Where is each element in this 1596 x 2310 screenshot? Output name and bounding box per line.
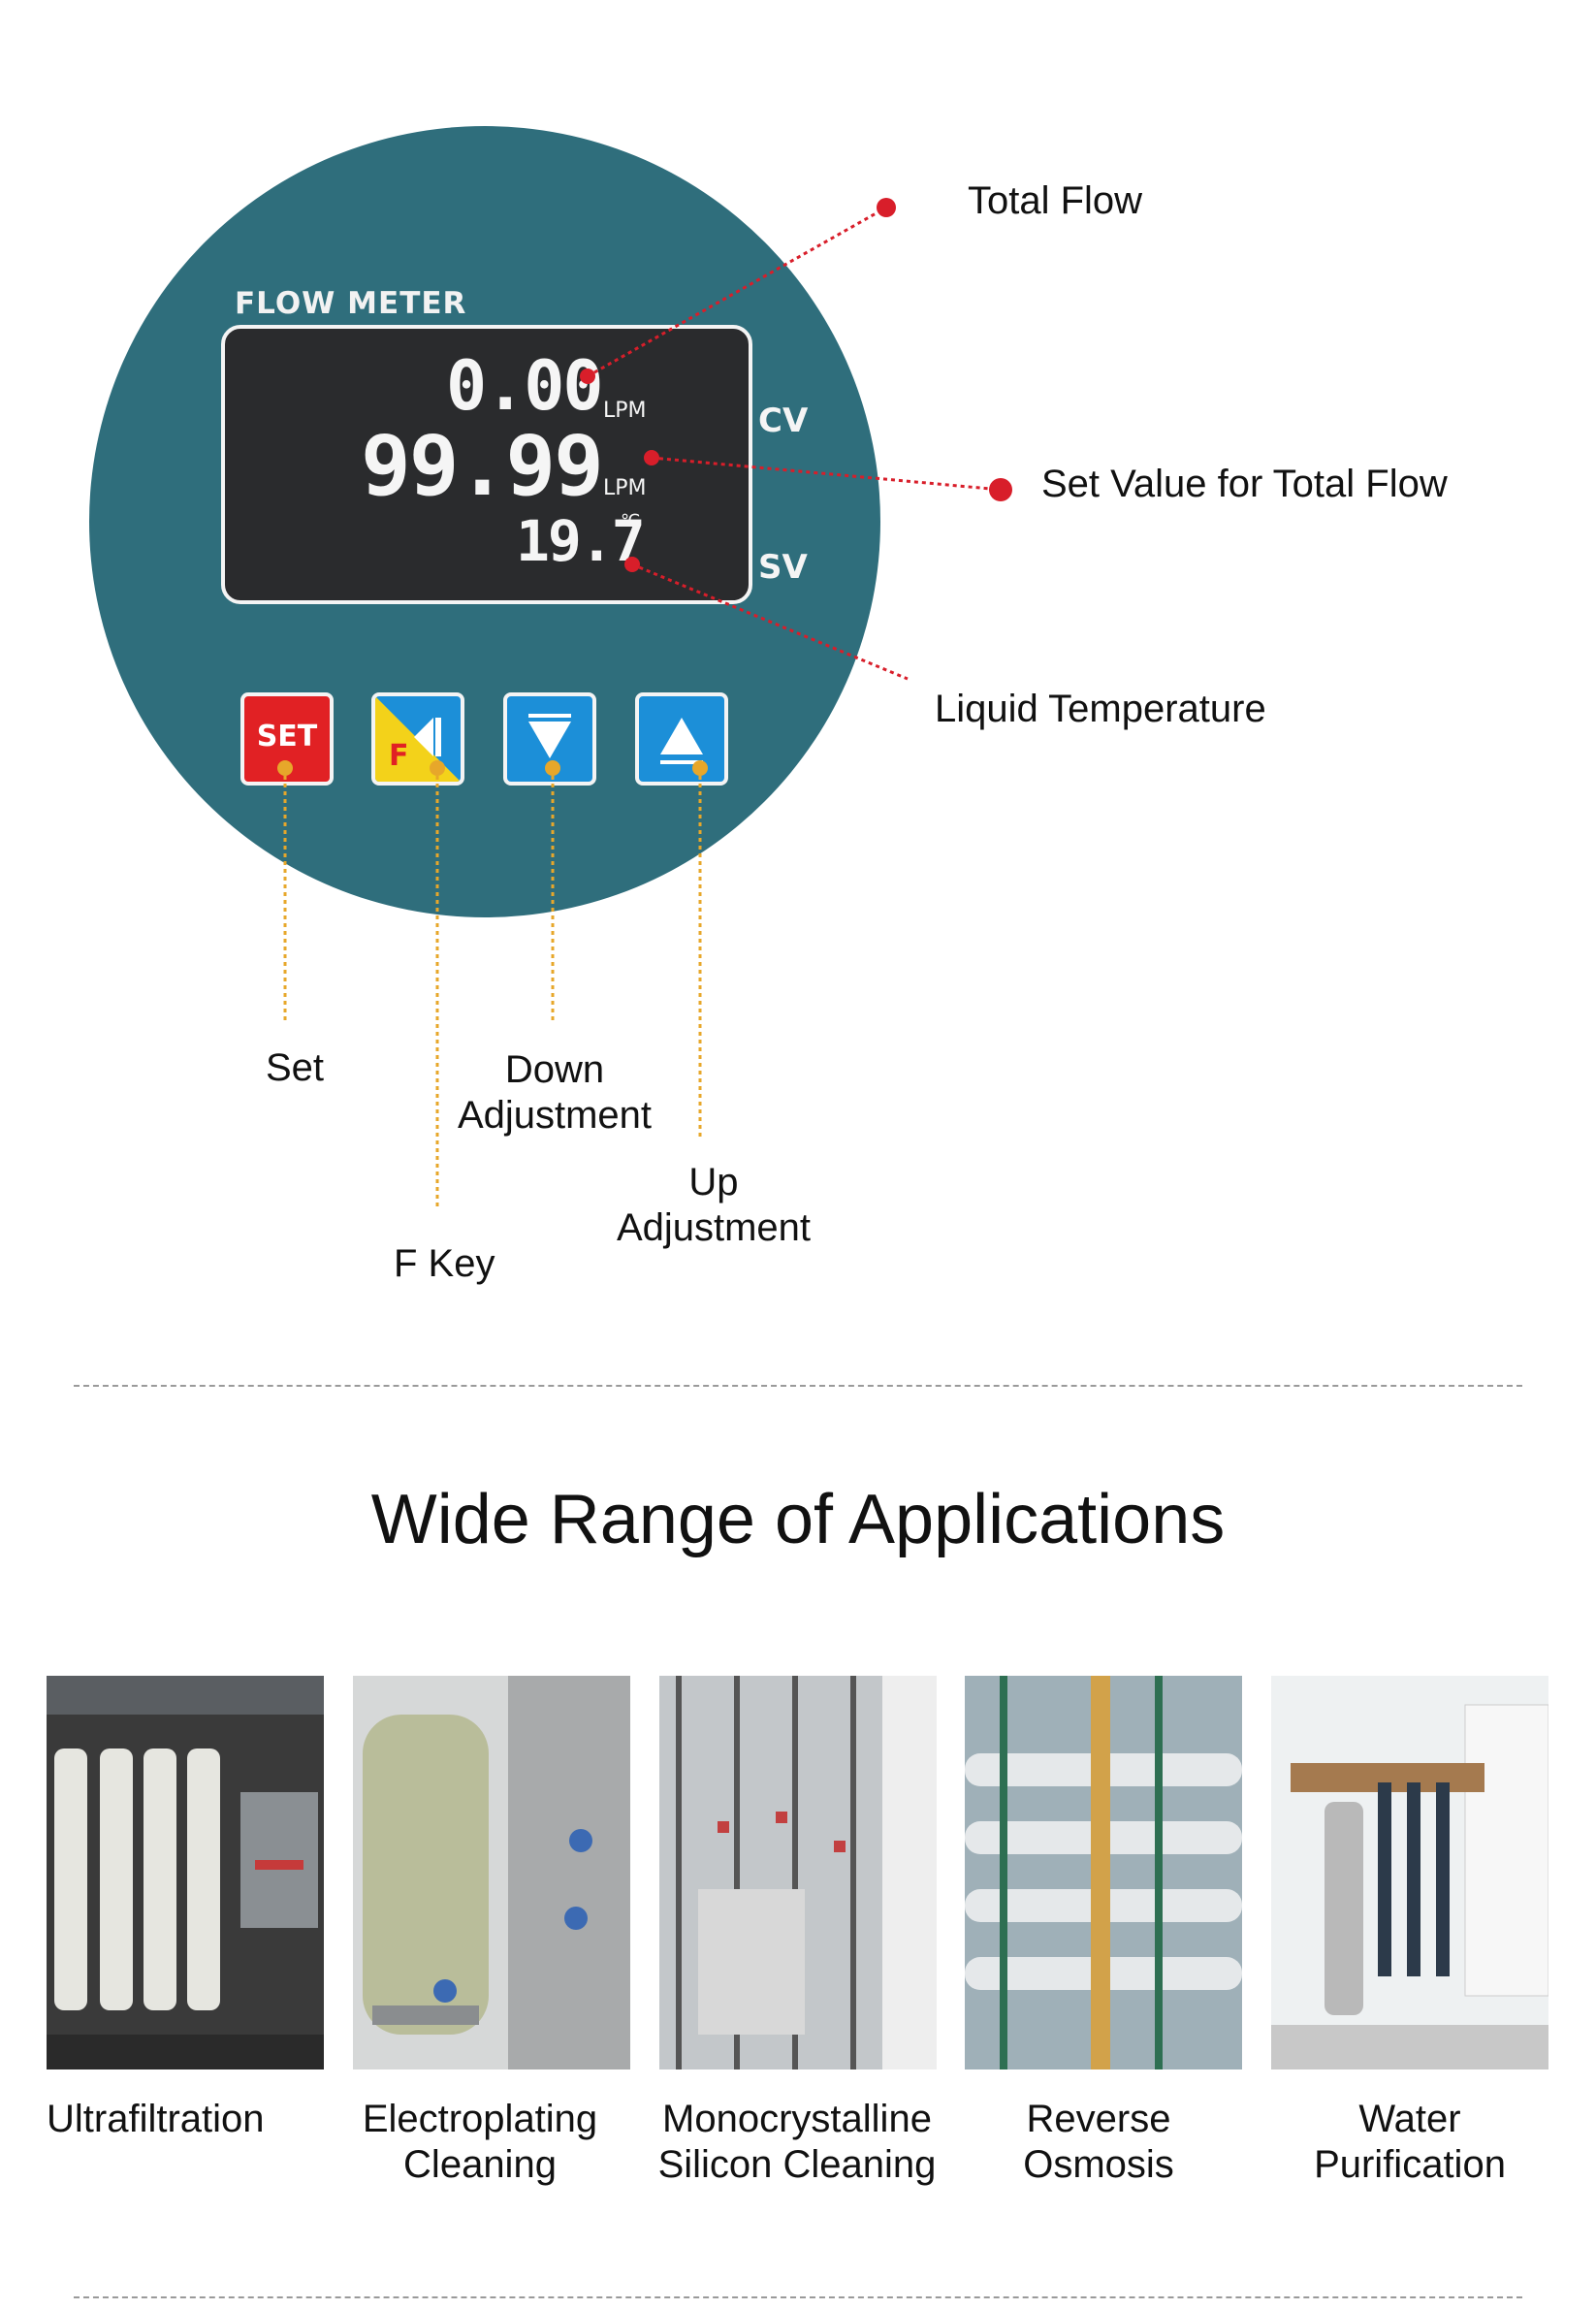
sv-label: SV xyxy=(758,548,808,587)
water-purification-caption-line2: Purification xyxy=(1314,2143,1506,2186)
reverse-osmosis-caption-line1: Reverse xyxy=(1026,2098,1171,2140)
monocrystalline-caption-line1: Monocrystalline xyxy=(662,2098,932,2140)
set-label: Set xyxy=(266,1046,325,1089)
up-adjustment-label: Up Adjustment xyxy=(611,1160,816,1251)
electroplating-caption-line1: Electroplating xyxy=(362,2098,598,2140)
down-adjustment-label: Down Adjustment xyxy=(452,1047,657,1139)
total-flow-unit: LPM xyxy=(603,399,647,423)
electroplating-photo xyxy=(353,1676,630,2069)
set-value-end-dot xyxy=(989,478,1012,501)
callout-lines xyxy=(277,198,1012,1210)
up-key[interactable] xyxy=(635,692,728,786)
f-key-glyph: F xyxy=(389,739,409,773)
temperature-unit: ℃ xyxy=(621,511,641,531)
set-value-readout: 99.99 xyxy=(361,418,604,515)
total-flow-end-dot xyxy=(877,198,896,217)
electroplating-caption: Electroplating Cleaning xyxy=(341,2097,619,2188)
down-label-line1: Down xyxy=(504,1048,605,1091)
set-key-glyph: SET xyxy=(256,720,318,754)
section-divider-top xyxy=(74,1385,1522,1387)
temperature-dot xyxy=(624,557,640,572)
water-purification-caption: Water Purification xyxy=(1271,2097,1548,2188)
f-key-label: F Key xyxy=(394,1242,495,1285)
reverse-osmosis-caption: Reverse Osmosis xyxy=(965,2097,1232,2188)
up-label-line2: Adjustment xyxy=(616,1206,812,1250)
monocrystalline-caption-line2: Silicon Cleaning xyxy=(657,2143,937,2186)
ultrafiltration-caption-line1: Ultrafiltration xyxy=(47,2098,265,2140)
up-label-line1: Up xyxy=(688,1161,739,1203)
ultrafiltration-caption: Ultrafiltration xyxy=(47,2097,299,2142)
set-value-unit: LPM xyxy=(603,476,647,500)
cv-label: CV xyxy=(758,401,809,440)
down-label-line2: Adjustment xyxy=(457,1094,653,1138)
temperature-callout-line xyxy=(631,562,909,681)
f-key-icon xyxy=(375,696,461,782)
chevron-up-icon xyxy=(660,718,703,764)
water-purification-caption-line1: Water xyxy=(1358,2098,1461,2140)
set-value-dot xyxy=(644,450,659,465)
reverse-osmosis-photo xyxy=(965,1676,1242,2069)
down-key-dot xyxy=(545,760,560,776)
total-flow-callout-line xyxy=(587,206,887,378)
liquid-temperature-label: Liquid Temperature xyxy=(935,688,1266,730)
set-key-dot xyxy=(277,760,293,776)
f-key[interactable]: F xyxy=(371,692,464,786)
total-flow-readout: 0.00 xyxy=(446,346,604,426)
monocrystalline-photo xyxy=(659,1676,937,2069)
section-divider-bottom xyxy=(74,2296,1522,2298)
total-flow-dot xyxy=(580,369,595,384)
chevron-down-icon xyxy=(528,714,571,758)
electroplating-caption-line2: Cleaning xyxy=(403,2143,557,2186)
ultrafiltration-photo xyxy=(47,1676,324,2069)
temperature-readout: 19.7 xyxy=(516,508,646,574)
reverse-osmosis-caption-line2: Osmosis xyxy=(1023,2143,1174,2186)
monocrystalline-caption: Monocrystalline Silicon Cleaning xyxy=(644,2097,950,2188)
lcd-screen: 0.00 LPM 99.99 LPM 19.7 ℃ xyxy=(221,325,752,604)
down-key[interactable] xyxy=(503,692,596,786)
flow-meter-title: FLOW METER xyxy=(235,286,467,321)
f-key-dot xyxy=(430,760,445,776)
section-title: Wide Range of Applications xyxy=(370,1481,1226,1558)
up-key-dot xyxy=(692,760,708,776)
set-value-label: Set Value for Total Flow xyxy=(1041,463,1448,505)
water-purification-photo xyxy=(1271,1676,1548,2069)
set-value-callout-line xyxy=(651,456,1002,492)
total-flow-label: Total Flow xyxy=(968,179,1143,222)
